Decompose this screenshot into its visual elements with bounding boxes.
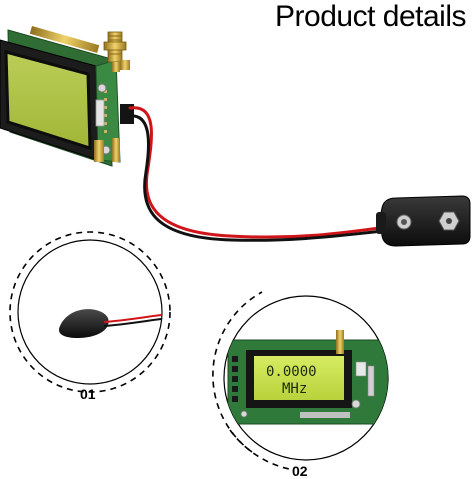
heat-shrink-tip [58,309,109,338]
page-title: Product details [275,0,466,33]
callout-01 [9,231,171,393]
callout-number-02: 02 [292,463,308,479]
lcd-line-1: 0.0000 [266,364,317,380]
lcd-line-2: MHz [282,381,307,397]
lcd-screen [254,356,344,400]
callout-number-01: 01 [80,386,96,402]
sma-connector-icon [103,31,130,72]
power-cable [128,106,396,242]
battery-snap-icon [376,195,471,247]
dashed-outline [9,231,171,393]
frequency-counter-module [0,26,134,167]
callout-02: 0.0000 MHz [212,291,389,471]
dashed-arc-bottom [229,429,295,471]
